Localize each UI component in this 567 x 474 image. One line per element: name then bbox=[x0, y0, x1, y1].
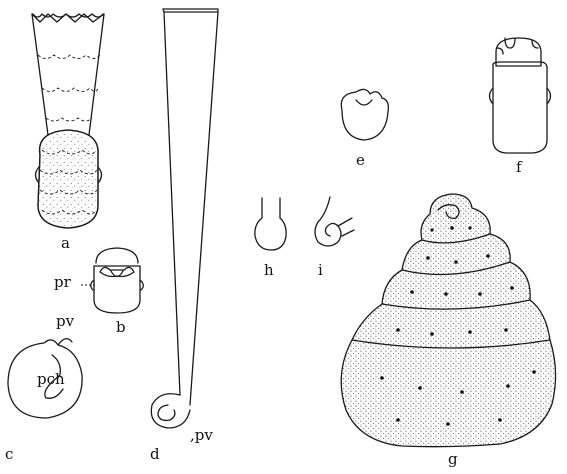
annotation-pch: pch bbox=[37, 372, 65, 387]
figure-g-specimen bbox=[341, 194, 555, 447]
label-d: d bbox=[150, 447, 160, 462]
annotation-pv-d: ,pv bbox=[190, 428, 213, 443]
label-e: e bbox=[356, 153, 365, 168]
label-a: a bbox=[61, 236, 70, 251]
figure-a-specimen bbox=[32, 14, 104, 228]
figure-b-specimen bbox=[80, 248, 143, 313]
label-c: c bbox=[5, 447, 13, 462]
label-b: b bbox=[116, 320, 126, 335]
figure-h-specimen bbox=[255, 198, 286, 250]
annotation-pv-c: pv bbox=[56, 314, 74, 329]
label-f: f bbox=[516, 160, 522, 175]
label-h: h bbox=[264, 263, 274, 278]
figure-f-specimen bbox=[490, 38, 551, 153]
label-g: g bbox=[448, 452, 458, 467]
figure-i-specimen bbox=[315, 197, 354, 246]
figure-e-specimen bbox=[341, 89, 388, 140]
label-i: i bbox=[318, 263, 323, 278]
figure-d-specimen bbox=[151, 9, 218, 428]
annotation-pr: pr bbox=[54, 275, 71, 290]
